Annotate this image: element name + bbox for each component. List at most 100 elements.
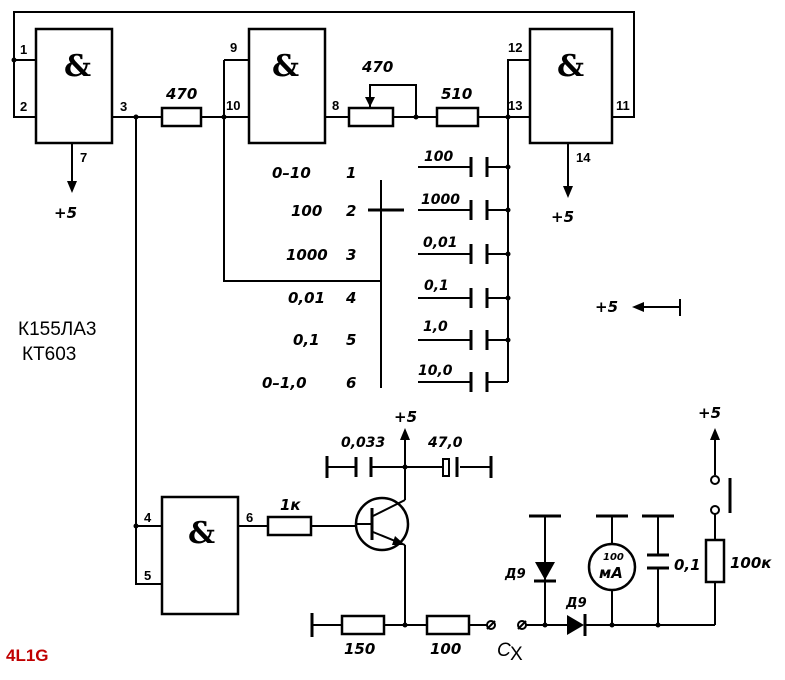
cx-terminals[interactable]: C X [486,620,527,665]
watermark: 4L1G [6,646,49,665]
junction-dot [221,114,227,120]
milliammeter: 100 мА [587,514,637,592]
capacitor-label: 0,1 [674,556,701,574]
power-switch: +5 [698,404,721,440]
range-number: 5 [346,331,356,349]
range-label: 0–10 [272,164,311,182]
cx-label: C [497,640,511,661]
gate-4: & 4 5 6 [144,495,253,616]
diode-label: Д9 [504,567,526,582]
pin-label: 3 [120,99,127,114]
pin-label: 14 [576,150,591,165]
junction-dot [505,207,511,213]
gate-symbol: & [557,49,584,84]
resistor-base: 1к [266,496,313,537]
capacitor-plates [469,244,489,264]
electrolytic-plate [442,458,450,477]
range-number: 1 [346,164,356,182]
feedback-wire [13,11,635,118]
resistor-label: 1к [280,496,301,514]
capacitor-label: 0,1 [424,278,449,294]
resistor-label: 510 [441,85,472,103]
diode-label: Д9 [565,596,587,611]
up-arrow-icon [400,428,410,440]
capacitor-label: 1000 [421,192,460,208]
range-row-5: 0,1 5 [293,331,356,349]
capacitor-4: 0,1 [424,278,489,308]
collector-lead [372,499,406,517]
capacitor-plates [469,330,489,350]
g1-input-wire-b [13,60,36,118]
pin-label: 13 [508,98,522,113]
pin-label: 5 [144,568,151,583]
chip-label: К155ЛА3 [18,319,96,340]
left-arrow-icon [632,302,644,312]
gate-symbol: & [272,49,299,84]
switch-contact-bottom [710,505,720,515]
capacitor-label: 0,01 [423,235,458,251]
junction-dot [505,164,511,170]
potentiometer: 470 [347,58,395,128]
transistor-label: КТ603 [22,344,76,365]
decoupling-capacitors: 0,033 47,0 [325,435,493,478]
junction-dot [505,295,511,301]
diode-2: Д9 [565,596,587,636]
junction-dot [413,114,419,120]
capacitor-6: 10,0 [418,363,489,392]
junction-dot [609,622,615,628]
range-label: 1000 [286,246,328,264]
junction-dot [133,523,139,529]
power-transistor: +5 [394,408,417,440]
capacitor-label: 10,0 [418,363,453,379]
resistor-body [266,515,313,537]
pin-label: 10 [226,98,240,113]
junction-dot [505,251,511,257]
push-switch[interactable] [710,475,732,515]
transistor [354,496,410,552]
junction-dot [505,337,511,343]
range-label: 0,1 [293,331,320,349]
resistor-label: 470 [361,58,393,76]
resistor-100: 100 [425,614,471,658]
resistor-100k: 100к [704,538,772,584]
down-arrow-icon [563,186,573,198]
range-label: 100 [291,202,322,220]
power-label: +5 [595,298,618,316]
meter-body [587,542,637,592]
terminal-slash [517,620,527,630]
diode-1: Д9 [504,514,561,583]
junction-dot [655,622,661,628]
wiring [13,11,716,626]
power-g3: +5 [551,186,574,226]
down-arrow-icon [67,181,77,193]
gate-body [247,27,327,145]
capacitor-label: 47,0 [427,435,463,451]
junction-dot [11,57,17,63]
capacitor-label: 0,033 [341,435,385,451]
diode-triangle [567,615,584,635]
pin-label: 12 [508,40,522,55]
resistor-body [340,614,386,636]
resistor-label: 100к [730,554,772,572]
power-legend: +5 [595,298,681,316]
range-number: 6 [346,374,356,392]
switch-contact-top [710,475,720,485]
power-label: +5 [551,208,574,226]
pin-label: 8 [332,98,339,113]
pin-label: 6 [246,510,253,525]
capacitor-plates [647,553,669,570]
resistor-body [160,106,203,128]
resistor-label: 100 [430,640,461,658]
gate-symbol: & [64,49,91,84]
pin-label: 4 [144,510,152,525]
resistor-150: 150 [340,614,386,658]
range-row-1: 0–10 1 [272,164,356,182]
range-row-6: 0–1,0 6 [262,374,356,392]
junctions [11,57,661,628]
g3-input-bus [507,59,530,382]
range-number: 3 [346,246,356,264]
meter-scale: 100 [603,552,624,563]
capacitor-plates [469,372,489,392]
capacitor-plates [469,200,489,220]
